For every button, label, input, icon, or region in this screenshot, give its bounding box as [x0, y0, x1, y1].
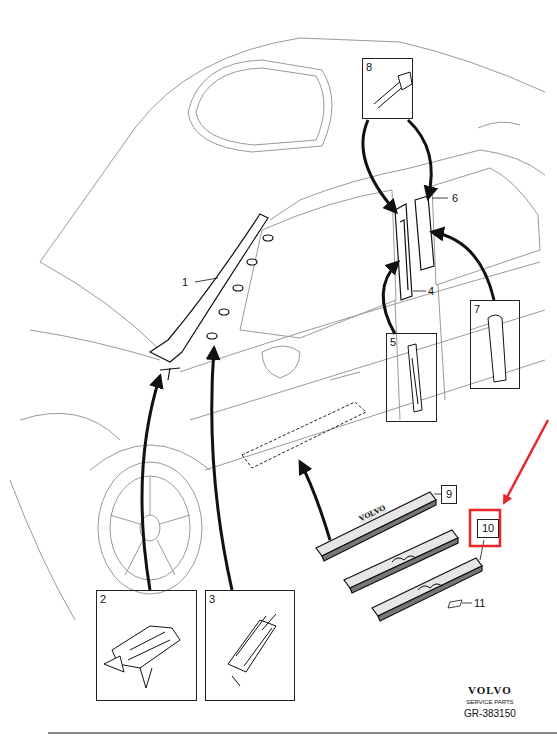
callout-number: 4: [428, 285, 434, 297]
callout-number: 2: [100, 593, 193, 605]
brand-logo: VOLVO: [468, 684, 512, 696]
red-arrow: [504, 420, 548, 503]
sill-plates: [418, 584, 442, 590]
b-pillar-trim: [415, 196, 434, 270]
callout-number: 10: [481, 522, 495, 534]
sill-plates: [392, 556, 416, 562]
inset-box: 2: [96, 590, 197, 701]
car-body: [30, 330, 160, 360]
inset-pictures: [228, 620, 276, 672]
car-body: [40, 38, 545, 262]
car-body: [10, 38, 545, 620]
callout-box: 9: [441, 485, 457, 504]
car-body: [395, 300, 400, 420]
a-pillar-trim: [247, 259, 257, 265]
callout-number: 7: [474, 303, 516, 315]
pointer-arrows: [408, 120, 431, 198]
car-body: [432, 168, 540, 285]
callout-box: 10: [477, 519, 499, 538]
inset-pictures: [104, 656, 124, 672]
leader-lines: [462, 603, 472, 604]
pointer-arrows: [432, 232, 494, 300]
a-pillar-trim: [160, 368, 180, 380]
sill-plates: [378, 566, 482, 621]
inset-pictures: [408, 344, 422, 412]
b-pillar-trim: [400, 220, 408, 290]
inset-pictures: [128, 632, 170, 688]
a-pillar-trim: [150, 214, 273, 380]
leader-lines: [413, 291, 426, 292]
inset-pictures: [112, 626, 180, 668]
pointer-arrows: [142, 376, 160, 590]
car-body: [40, 262, 160, 350]
sill-plates: [372, 558, 482, 616]
car-body: [90, 445, 210, 470]
car-body: [10, 480, 75, 620]
callout-number: 1: [182, 276, 188, 288]
car-body: [262, 346, 300, 378]
car-body: [190, 310, 545, 420]
a-pillar-trim: [150, 214, 268, 362]
car-body: [330, 372, 360, 380]
sill-area: [242, 402, 366, 468]
a-pillar-trim: [233, 285, 243, 291]
leader-lines: [195, 198, 484, 603]
inset-pictures: [232, 614, 276, 686]
brand-subtitle: SERVICE PARTS: [466, 699, 513, 706]
callout-number: 9: [445, 488, 453, 500]
car-body: [270, 150, 545, 220]
inset-pictures: [412, 358, 418, 404]
inset-box: 8: [362, 58, 413, 119]
pointer-arrows: [212, 348, 232, 590]
callout-number: 11: [474, 597, 485, 609]
inset-box: 5: [386, 333, 437, 422]
callout-number: 3: [209, 593, 291, 605]
pointer-arrows: [383, 262, 398, 334]
leader-lines: [195, 278, 218, 282]
b-pillar-trim: [395, 204, 412, 300]
car-body: [110, 476, 190, 580]
car-body: [196, 68, 324, 145]
b-pillar-trim: [395, 196, 434, 300]
inset-pictures: [398, 72, 412, 90]
car-body: [438, 285, 445, 400]
callout-number: 5: [390, 336, 433, 348]
drawing-number: GR-383150: [464, 708, 516, 719]
leader-lines: [434, 494, 441, 495]
a-pillar-trim: [219, 309, 229, 315]
pointer-arrows: [142, 120, 494, 590]
inset-pictures: [488, 315, 506, 382]
inset-box: 7: [470, 300, 520, 389]
car-body: [478, 122, 520, 128]
callout-number: 6: [452, 192, 458, 204]
car-body: [110, 476, 190, 575]
callout-number: 8: [366, 61, 409, 73]
leader-lines: [432, 198, 448, 199]
pointer-arrows: [300, 462, 330, 540]
leader-lines: [480, 540, 484, 560]
sill-plates: [316, 492, 482, 621]
a-pillar-trim: [263, 235, 273, 241]
sill-logo: VOLVO: [358, 504, 387, 524]
car-body: [188, 60, 332, 152]
highlight-frame: [470, 510, 500, 546]
footer-rule: [48, 733, 557, 734]
car-body: [240, 190, 396, 338]
inset-box: 3: [205, 590, 295, 701]
car-body: [20, 413, 120, 440]
pointer-arrows: [363, 120, 396, 212]
sill-plates: [448, 600, 462, 608]
car-body: [98, 462, 202, 594]
inset-pictures: [104, 72, 506, 688]
a-pillar-trim: [207, 333, 217, 339]
